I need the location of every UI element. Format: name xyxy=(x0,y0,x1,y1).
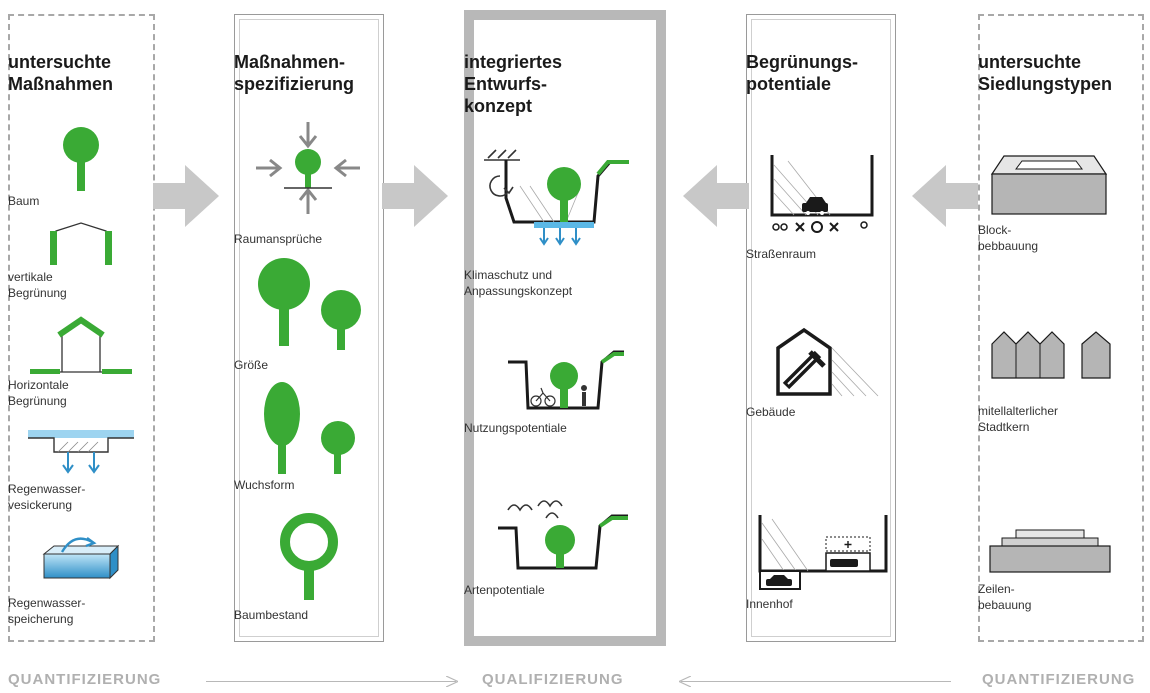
settlement-label-block: Block-bebbauung xyxy=(978,223,1039,253)
footer-center-label: QUALIFIZIERUNG xyxy=(482,671,624,688)
spec-label-size: Größe xyxy=(234,358,269,372)
block-building-icon xyxy=(990,155,1108,215)
column-specification xyxy=(234,14,384,642)
settlement-label-row: Zeilen-bebauung xyxy=(978,582,1032,612)
potential-label-courtyard: Innenhof xyxy=(746,597,793,611)
courtyard-icon xyxy=(758,515,888,590)
roof-greening-icon xyxy=(30,316,132,374)
measure-label-tree: Baum xyxy=(8,194,40,208)
row-building-icon xyxy=(989,529,1111,573)
spec-label-growth: Wuchsform xyxy=(234,478,295,492)
rain-infiltration-icon xyxy=(28,430,134,474)
tree-icon xyxy=(63,127,99,191)
footer-line-right xyxy=(681,681,951,682)
size-icon xyxy=(258,258,361,350)
medieval-town-icon xyxy=(991,331,1111,379)
greening-potentials-title: Begrünungs-potentiale xyxy=(746,52,858,94)
space-demand-icon xyxy=(256,122,360,214)
concept-label-usage: Nutzungspotentiale xyxy=(464,421,567,435)
column-greening-potentials xyxy=(746,14,896,642)
spec-label-stock: Baumbestand xyxy=(234,608,309,622)
spec-label-space: Raumansprüche xyxy=(234,232,323,246)
species-potential-icon xyxy=(498,500,628,570)
column-design-concept xyxy=(464,10,666,646)
flow-arrow-right-2 xyxy=(382,165,448,227)
footer-arrow-left xyxy=(679,676,691,687)
column-measures xyxy=(8,14,155,642)
footer-right-label: QUANTIFIZIERUNG xyxy=(982,671,1136,688)
footer-line-left xyxy=(206,681,456,682)
measure-label-storage: Regenwasser-speicherung xyxy=(8,596,86,626)
street-space-icon xyxy=(770,155,874,233)
building-icon xyxy=(776,327,879,397)
tree-stock-icon xyxy=(280,513,338,600)
measure-label-infiltration: Regenwasser-vesickerung xyxy=(8,482,86,512)
usage-potential-icon xyxy=(508,350,624,410)
flow-arrow-left-1 xyxy=(683,165,749,227)
growth-form-icon xyxy=(264,382,355,474)
flow-arrow-left-2 xyxy=(912,165,978,227)
potential-label-building: Gebäude xyxy=(746,405,796,419)
flow-arrow-right-1 xyxy=(153,165,219,227)
concept-label-species: Artenpotentiale xyxy=(464,583,545,597)
rain-storage-icon xyxy=(42,537,120,580)
footer-arrow-right xyxy=(446,676,458,687)
climate-concept-icon xyxy=(484,149,629,246)
vertical-greening-icon xyxy=(50,222,112,265)
specification-title: Maßnahmen-spezifizierung xyxy=(234,52,355,94)
potential-label-street: Straßenraum xyxy=(746,247,817,261)
column-settlement-types xyxy=(978,14,1144,642)
footer-left-label: QUANTIFIZIERUNG xyxy=(8,671,162,688)
